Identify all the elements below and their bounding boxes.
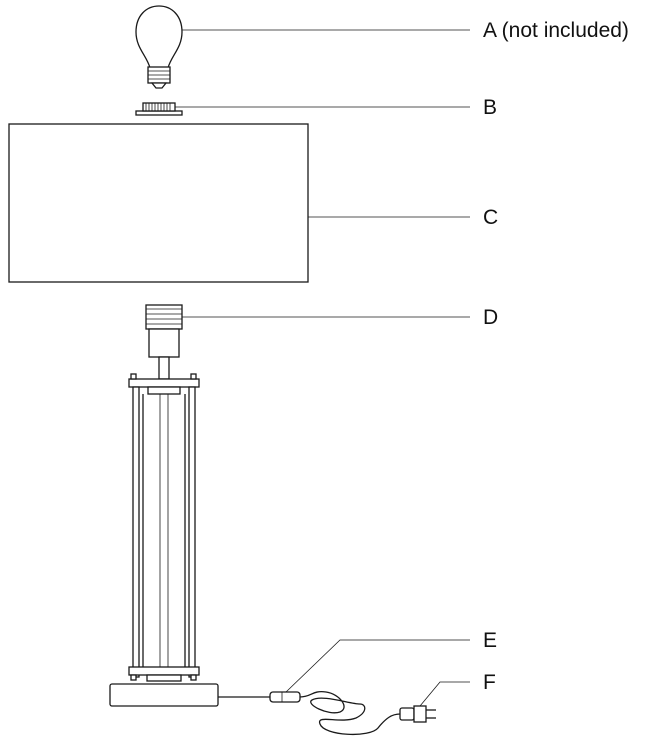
lamp-body-frame: [109, 373, 219, 707]
leader-lines: [175, 29, 470, 707]
part-b-ring: [135, 102, 183, 116]
part-c-shade: [8, 123, 309, 283]
label-a: A (not included): [483, 19, 629, 42]
part-a-bulb: [135, 5, 183, 89]
part-f-plug: [319, 703, 436, 736]
label-e: E: [483, 629, 497, 652]
part-d-socket: [145, 304, 183, 380]
label-f: F: [483, 671, 496, 694]
leader-f: [419, 681, 470, 707]
label-c: C: [483, 206, 498, 229]
label-b: B: [483, 96, 497, 119]
label-d: D: [483, 306, 498, 329]
leader-e: [285, 639, 470, 693]
part-e-switch: [218, 690, 361, 714]
